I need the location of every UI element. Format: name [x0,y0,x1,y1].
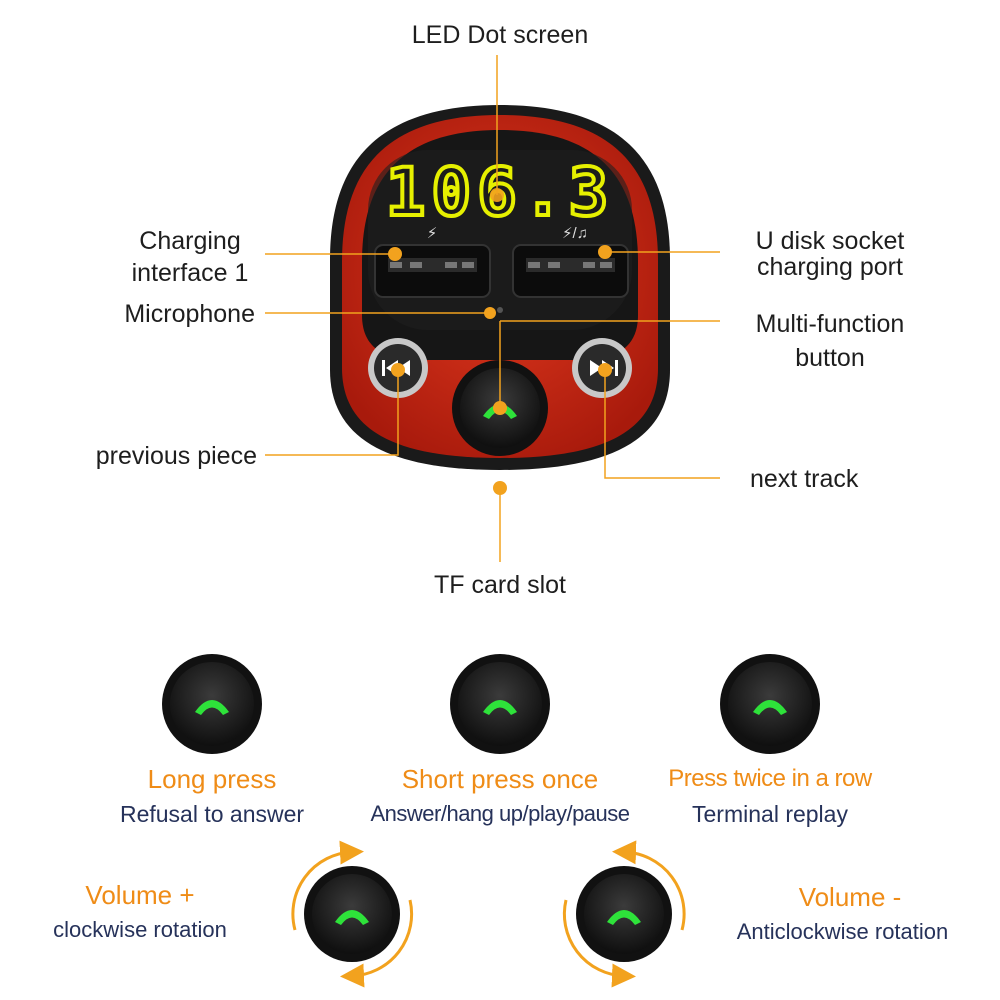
callout-dots [388,188,612,495]
clockwise-arrow-icon [340,899,414,988]
callout-lines [265,55,720,562]
phone-icon [753,700,787,715]
long-press-title: Long press [147,764,277,794]
phone-icon [483,700,517,715]
label-u-disk-2: charging port [757,253,903,281]
usb-port-right [512,244,629,298]
label-charging-interface-2: interface 1 [131,259,249,287]
clockwise-arrow-icon [291,840,364,931]
volume-up-button-illustration [291,840,414,988]
usb-port-left [374,244,491,298]
lightning-music-icon: ⚡/♫ [562,225,588,242]
volume-up-title: Volume + [85,880,195,910]
label-multi-function-1: Multi-function [755,310,905,338]
volume-down-title: Volume - [798,882,902,912]
phone-icon [335,910,369,925]
double-press-desc: Terminal replay [692,801,848,827]
lightning-icon: ⚡ [427,225,438,242]
short-press-desc: Answer/hang up/play/pause [370,801,630,826]
phone-icon [607,910,641,925]
volume-up-desc: clockwise rotation [53,917,227,942]
label-charging-interface-1: Charging [139,227,241,255]
label-u-disk-1: U disk socket [755,227,905,255]
phone-icon [195,700,229,715]
long-press-button-illustration [162,654,262,754]
label-previous-piece: previous piece [95,442,257,470]
double-press-title: Press twice in a row [668,765,872,792]
label-multi-function-2: button [795,344,865,372]
label-microphone: Microphone [124,300,255,328]
label-next-track: next track [750,465,859,493]
long-press-desc: Refusal to answer [119,801,305,827]
microphone-hole [497,307,503,313]
double-press-button-illustration [720,654,820,754]
anticlockwise-arrow-icon [612,840,686,931]
volume-down-desc: Anticlockwise rotation [736,919,949,944]
short-press-button-illustration [450,654,550,754]
volume-down-button-illustration [562,840,686,988]
anticlockwise-arrow-icon [562,899,636,988]
short-press-title: Short press once [401,764,599,794]
label-tf-card-slot: TF card slot [434,571,566,599]
label-led-screen: LED Dot screen [411,21,589,49]
